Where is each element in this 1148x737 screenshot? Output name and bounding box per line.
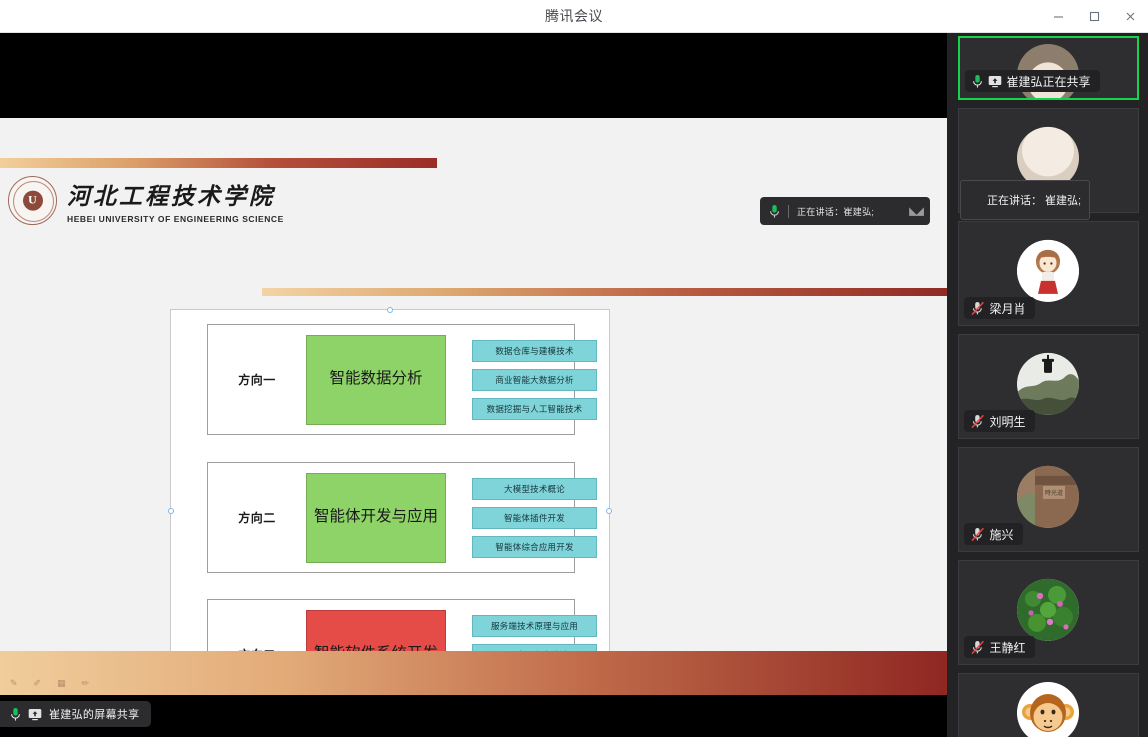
footer-mark: ✐ bbox=[33, 678, 42, 688]
participant-tile[interactable]: 刘明生 bbox=[957, 334, 1139, 439]
microphone-icon bbox=[972, 74, 982, 88]
footer-mark: ✏ bbox=[81, 678, 90, 688]
participant-name-badge: 崔建弘正在共享 bbox=[964, 70, 1100, 92]
participant-tile[interactable]: 梁月肖 bbox=[957, 221, 1139, 326]
speaking-indicator-pill: 正在讲话：崔建弘; ◣◢ bbox=[760, 197, 930, 225]
resize-handle-top[interactable] bbox=[387, 307, 393, 313]
avatar bbox=[1017, 352, 1079, 415]
participant-name: 施兴 bbox=[989, 527, 1014, 542]
resize-handle-left[interactable] bbox=[168, 507, 174, 514]
microphone-muted-icon bbox=[970, 640, 984, 654]
microphone-muted-icon bbox=[970, 527, 984, 541]
direction-group: 方向一 智能数据分析 数据仓库与建模技术 商业智能大数据分析 数据挖掘与人工智能… bbox=[207, 324, 597, 435]
svg-text:時光道: 時光道 bbox=[1045, 488, 1063, 496]
landscape-lantern-avatar-icon bbox=[1017, 352, 1079, 415]
speaking-pill-text: 正在讲话：崔建弘; bbox=[797, 206, 875, 217]
sub-course-box[interactable]: 服务端技术原理与应用 bbox=[472, 614, 597, 637]
title-bar: 腾讯会议 bbox=[0, 0, 1148, 33]
university-seal-icon: U bbox=[8, 176, 57, 225]
screen-share-badge-text: 崔建弘的屏幕共享 bbox=[49, 709, 140, 721]
microphone-muted-icon bbox=[970, 301, 984, 315]
participant-name-badge: 施兴 bbox=[963, 523, 1023, 545]
monkey-avatar-icon bbox=[1017, 682, 1079, 737]
pill-divider bbox=[788, 204, 789, 218]
group-main-box[interactable]: 智能体开发与应用 bbox=[306, 472, 446, 563]
sub-course-box[interactable]: 大模型技术概论 bbox=[472, 477, 597, 500]
slide-secondary-accent-bar bbox=[262, 288, 947, 296]
screen-share-icon bbox=[28, 708, 42, 720]
participant-name: 王静红 bbox=[989, 640, 1026, 655]
minimize-button[interactable] bbox=[1040, 0, 1076, 33]
direction-group: 方向二 智能体开发与应用 大模型技术概论 智能体插件开发 智能体综合应用开发 bbox=[207, 462, 597, 573]
participant-tile[interactable]: 王静红 bbox=[957, 560, 1139, 665]
participants-rail[interactable]: 崔建弘正在共享 潘淑慧 bbox=[947, 33, 1148, 737]
microphone-icon bbox=[770, 204, 779, 218]
participant-tile[interactable] bbox=[957, 673, 1139, 737]
slide-top-accent-bar bbox=[0, 158, 437, 168]
avatar bbox=[1017, 578, 1079, 641]
microphone-muted-icon bbox=[970, 414, 984, 428]
sub-course-box[interactable]: 智能体插件开发 bbox=[472, 506, 597, 529]
participant-name: 刘明生 bbox=[989, 414, 1026, 429]
speaking-tooltip-text: 正在讲话： 崔建弘; bbox=[987, 195, 1082, 207]
participant-tile[interactable]: 時光道 施兴 bbox=[957, 447, 1139, 552]
group-label: 方向一 bbox=[238, 373, 276, 387]
avatar bbox=[1017, 126, 1079, 189]
group-sub-list: 大模型技术概论 智能体插件开发 智能体综合应用开发 bbox=[472, 477, 597, 558]
window-title: 腾讯会议 bbox=[545, 8, 603, 24]
seal-letter: U bbox=[22, 190, 43, 211]
screen-share-badge: 崔建弘的屏幕共享 bbox=[0, 701, 152, 727]
avatar bbox=[1017, 682, 1079, 737]
brick-building-avatar-icon: 時光道 bbox=[1017, 465, 1079, 528]
school-header: U 河北工程技术学院 HEBEI UNIVERSITY OF ENGINEERI… bbox=[8, 176, 284, 225]
participant-name-badge: 刘明生 bbox=[963, 410, 1035, 432]
resize-handle-right[interactable] bbox=[606, 507, 612, 514]
sub-course-box[interactable]: 智能体综合应用开发 bbox=[472, 535, 597, 558]
group-main-box[interactable]: 智能数据分析 bbox=[306, 334, 446, 425]
participant-name-badge: 梁月肖 bbox=[963, 297, 1035, 319]
school-name-en: HEBEI UNIVERSITY OF ENGINEERING SCIENCE bbox=[67, 214, 284, 224]
participant-name-badge: 王静红 bbox=[963, 636, 1035, 658]
group-sub-list: 数据仓库与建模技术 商业智能大数据分析 数据挖掘与人工智能技术 bbox=[472, 339, 597, 420]
shared-screen-area: U 河北工程技术学院 HEBEI UNIVERSITY OF ENGINEERI… bbox=[0, 33, 947, 737]
avatar: 時光道 bbox=[1017, 465, 1079, 528]
participant-name: 崔建弘正在共享 bbox=[1006, 74, 1091, 89]
participant-name: 梁月肖 bbox=[989, 301, 1026, 316]
sub-course-box[interactable]: 商业智能大数据分析 bbox=[472, 368, 597, 391]
footer-mark: ✎ bbox=[10, 678, 18, 688]
sub-course-box[interactable]: 数据挖掘与人工智能技术 bbox=[472, 397, 597, 420]
slide-footer-marks: ✎ ✐ ▦ ✏ bbox=[10, 678, 89, 689]
audio-wave-icon: ◣◢ bbox=[909, 205, 924, 218]
speaking-tooltip: 正在讲话： 崔建弘; bbox=[960, 180, 1090, 220]
flowers-avatar-icon bbox=[1017, 578, 1079, 641]
close-button[interactable] bbox=[1112, 0, 1148, 33]
diagram-container[interactable]: 方向一 智能数据分析 数据仓库与建模技术 商业智能大数据分析 数据挖掘与人工智能… bbox=[168, 307, 612, 695]
sub-course-box[interactable]: 数据仓库与建模技术 bbox=[472, 339, 597, 362]
cartoon-girl-avatar-icon bbox=[1017, 239, 1079, 302]
screen-share-icon bbox=[988, 75, 1001, 87]
participant-tile[interactable]: 崔建弘正在共享 bbox=[957, 36, 1139, 100]
school-name-cn: 河北工程技术学院 bbox=[67, 184, 275, 209]
avatar bbox=[1017, 239, 1079, 302]
footer-mark: ▦ bbox=[57, 678, 66, 688]
microphone-icon bbox=[11, 707, 20, 721]
slide-bottom-accent-bar: ✎ ✐ ▦ ✏ bbox=[0, 651, 947, 695]
window-controls bbox=[1040, 0, 1148, 33]
maximize-button[interactable] bbox=[1076, 0, 1112, 33]
group-label: 方向二 bbox=[238, 511, 276, 525]
